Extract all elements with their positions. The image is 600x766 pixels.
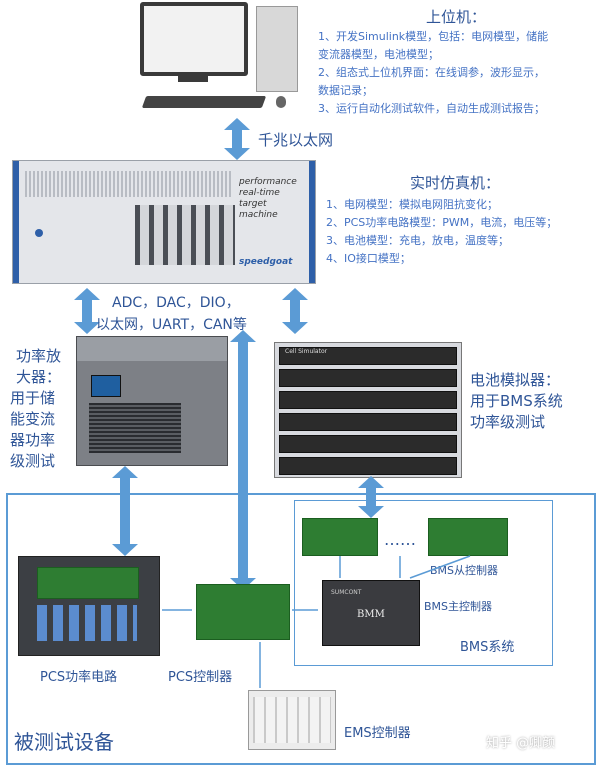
power-amp-5: 器功率 <box>10 431 56 449</box>
power-amp-3: 用于储 <box>10 389 56 407</box>
bmm-controller: SUMCONT BMM <box>322 580 420 646</box>
panel-text-4: machine <box>239 210 278 220</box>
power-amp-device <box>76 336 228 466</box>
bms-master-label: BMS主控制器 <box>424 600 493 613</box>
power-amp-4: 能变流 <box>10 410 56 428</box>
realtime-line-4: 4、IO接口模型； <box>326 252 411 265</box>
host-line-5: 3、运行自动化测试软件，自动生成测试报告； <box>318 102 545 115</box>
dots: …… <box>384 530 416 549</box>
bms-slave-board-1 <box>302 518 378 556</box>
panel-text-2: real-time <box>239 188 280 198</box>
cell-unit <box>279 413 457 431</box>
long-arrow <box>230 330 256 590</box>
bms-system-label: BMS系统 <box>460 640 515 655</box>
cell-unit <box>279 457 457 475</box>
mouse <box>276 96 286 108</box>
pcs-capacitors <box>37 605 137 641</box>
realtime-line-1: 1、电网模型：模拟电网阻抗变化； <box>326 198 498 211</box>
amp-arrow <box>112 466 138 556</box>
realtime-line-2: 2、PCS功率电路模型：PWM，电流，电压等； <box>326 216 558 229</box>
host-line-3: 2、组态式上位机界面：在线调参，波形显示， <box>318 66 545 79</box>
ems-modules <box>253 697 331 743</box>
watermark: 知乎 @卿颜 <box>486 736 556 751</box>
realtime-line-3: 3、电池模型：充电，放电，温度等； <box>326 234 509 247</box>
pcs-ctrl-label: PCS控制器 <box>168 670 233 685</box>
ethernet-label: 千兆以太网 <box>258 131 334 149</box>
power-amp-1: 功率放 <box>16 347 62 365</box>
blue-rail-right <box>309 161 315 283</box>
pcs-boards <box>37 567 139 599</box>
amp-top <box>77 337 227 361</box>
bmm-brand: SUMCONT <box>331 589 362 596</box>
power-amp-2: 大器： <box>16 368 62 386</box>
io-arrow-left <box>74 288 100 334</box>
blue-rail-left <box>13 161 19 283</box>
battery-sim-1: 电池模拟器： <box>470 371 561 389</box>
cell-unit <box>279 391 457 409</box>
panel-text-3: target <box>239 199 267 209</box>
bms-system-frame <box>294 500 553 666</box>
pcs-controller-board <box>196 584 290 640</box>
battery-arrow <box>358 476 384 518</box>
pcs-circuit-label: PCS功率电路 <box>40 670 118 685</box>
realtime-title: 实时仿真机： <box>410 174 501 192</box>
amp-vents <box>89 403 181 453</box>
ethernet-arrow <box>224 118 250 160</box>
battery-sim-2: 用于BMS系统 <box>470 392 563 410</box>
power-amp-6: 级测试 <box>10 452 56 470</box>
monitor-stand <box>178 76 208 82</box>
power-button <box>35 229 43 237</box>
battery-rack: Cell Simulator <box>274 342 462 478</box>
vent-grille <box>25 171 233 197</box>
cell-unit <box>279 435 457 453</box>
brand-logo: speedgoat <box>239 257 293 267</box>
tower-case <box>256 6 298 92</box>
ems-controller <box>248 690 336 750</box>
io-label-2: 以太网，UART，CAN等 <box>96 317 247 333</box>
host-line-1: 1、开发Simulink模型，包括：电网模型，储能 <box>318 30 549 43</box>
amp-screen <box>91 375 121 397</box>
io-arrow-right <box>282 288 308 334</box>
bmm-label: BMM <box>357 609 385 620</box>
host-line-4: 数据记录； <box>318 84 373 97</box>
cell-unit <box>279 369 457 387</box>
ems-ctrl-label: EMS控制器 <box>344 726 411 741</box>
bms-slave-board-2 <box>428 518 508 556</box>
pcs-circuit-device <box>18 556 160 656</box>
dut-frame <box>6 493 596 765</box>
battery-sim-3: 功率级测试 <box>470 413 546 431</box>
panel-text-1: performance <box>239 177 297 187</box>
host-pc <box>140 0 300 112</box>
bms-slave-label: BMS从控制器 <box>430 564 499 577</box>
cell-unit <box>279 347 457 365</box>
monitor <box>140 2 248 76</box>
host-line-2: 变流器模型，电池模型； <box>318 48 439 61</box>
host-title: 上位机： <box>426 8 487 26</box>
io-label-1: ADC，DAC，DIO， <box>112 295 240 311</box>
io-slots <box>135 205 235 265</box>
realtime-machine: performance real-time target machine spe… <box>12 160 316 284</box>
cell-sim-label: Cell Simulator <box>285 348 328 355</box>
dut-title: 被测试设备 <box>14 730 114 754</box>
